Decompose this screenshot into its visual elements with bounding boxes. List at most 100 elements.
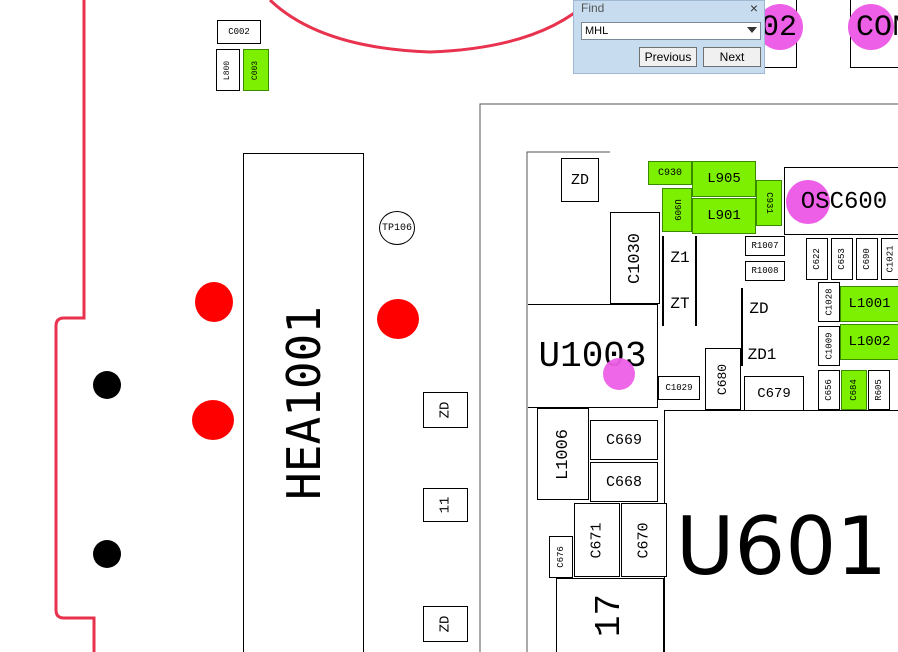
component-l1002[interactable]: L1002 [840, 324, 898, 360]
component-label: C684 [848, 379, 859, 401]
component-c653[interactable]: C653 [831, 238, 853, 280]
component-hea1001[interactable]: HEA1001 [243, 153, 364, 652]
trace-line [741, 288, 743, 366]
component-label: ZD1 [747, 346, 777, 364]
component-label: R605 [874, 379, 885, 401]
component-u601[interactable]: U601 [664, 410, 898, 652]
component-l905[interactable]: L905 [692, 161, 756, 197]
component-label: HEA1001 [276, 306, 331, 500]
component-label: C1029 [665, 383, 693, 393]
pink-marker[interactable] [786, 180, 830, 224]
component-l1006[interactable]: L1006 [537, 408, 589, 500]
chevron-down-icon[interactable] [747, 27, 757, 33]
red-pad-marker[interactable] [195, 282, 233, 322]
component-label: C1009 [824, 332, 835, 360]
component-zd-d[interactable]: ZD [744, 296, 774, 322]
component-c622[interactable]: C622 [806, 238, 828, 280]
component-zd-b[interactable]: ZD [423, 606, 468, 642]
component-label: L1006 [553, 428, 573, 480]
previous-button[interactable]: Previous [639, 47, 697, 67]
component-label: L901 [707, 208, 741, 224]
component-l11[interactable]: 11 [423, 488, 468, 522]
component-label: C671 [588, 521, 606, 559]
component-label: L800 [223, 60, 233, 80]
component-r605[interactable]: R605 [868, 370, 890, 410]
component-label: 02 [760, 11, 797, 45]
component-label: C1030 [625, 232, 645, 284]
component-label: C653 [837, 248, 848, 270]
component-label: ZT [670, 295, 690, 313]
pink-marker[interactable] [848, 4, 894, 50]
close-icon[interactable]: × [749, 0, 758, 16]
component-c1030[interactable]: C1030 [610, 212, 660, 304]
find-dialog[interactable]: Find × MHL Previous Next [573, 0, 765, 74]
component-label: R1007 [751, 241, 779, 251]
testpoint-tp106[interactable]: TP106 [379, 211, 415, 245]
component-label: C003 [251, 60, 261, 80]
component-c671[interactable]: C671 [574, 503, 620, 577]
component-zd-c[interactable]: ZD [561, 158, 599, 202]
component-label: C656 [824, 379, 835, 401]
component-c1021[interactable]: C1021 [881, 238, 898, 280]
component-l17[interactable]: 17 [556, 578, 664, 652]
component-con-a-label: CON [856, 8, 898, 48]
component-c930[interactable]: C930 [648, 161, 692, 185]
component-label: ZD [437, 615, 454, 633]
component-c670[interactable]: C670 [621, 503, 667, 577]
component-osc600-label: OSC600 [796, 186, 892, 218]
component-label: C931 [763, 192, 774, 214]
component-c1029[interactable]: C1029 [658, 376, 700, 400]
component-zd1[interactable]: ZD1 [744, 342, 780, 368]
red-pad-marker[interactable] [377, 299, 419, 339]
component-label: ZD [437, 401, 454, 419]
component-label: C676 [555, 546, 566, 568]
inner-outline [526, 151, 610, 652]
component-l901[interactable]: L901 [692, 198, 756, 234]
component-u909[interactable]: U909 [662, 188, 692, 232]
component-label: C670 [635, 521, 653, 559]
component-label: OSC600 [800, 188, 888, 216]
component-c669[interactable]: C669 [590, 420, 658, 460]
component-u1003[interactable]: U1003 [528, 304, 658, 408]
red-pad-marker[interactable] [192, 400, 234, 440]
component-c684[interactable]: C684 [841, 370, 867, 410]
component-zt[interactable]: ZT [665, 290, 695, 318]
component-c668[interactable]: C668 [590, 462, 658, 502]
component-r1008[interactable]: R1008 [745, 261, 785, 281]
component-c656[interactable]: C656 [818, 370, 840, 410]
component-c1028[interactable]: C1028 [818, 282, 840, 322]
component-c679[interactable]: C679 [744, 376, 804, 412]
component-label: U909 [671, 199, 682, 221]
component-label: C1021 [885, 245, 896, 273]
component-con-b-label: 02 [757, 8, 801, 48]
component-c1009[interactable]: C1009 [818, 326, 840, 366]
component-c690[interactable]: C690 [856, 238, 878, 280]
component-label: C680 [715, 363, 731, 395]
search-combobox[interactable]: MHL [581, 22, 761, 40]
component-c003[interactable]: C003 [243, 49, 269, 91]
component-label: TP106 [381, 222, 412, 234]
component-zd-a[interactable]: ZD [423, 392, 468, 428]
component-c676[interactable]: C676 [549, 536, 573, 578]
shield-outline [479, 103, 898, 652]
component-l1001[interactable]: L1001 [840, 286, 898, 322]
component-c931[interactable]: C931 [756, 180, 782, 226]
search-value: MHL [585, 25, 609, 37]
component-label: L1001 [848, 296, 891, 312]
component-label: ZD [570, 171, 589, 189]
next-button[interactable]: Next [703, 47, 761, 67]
component-l800[interactable]: L800 [216, 49, 240, 91]
component-label: C622 [812, 248, 823, 270]
component-c680[interactable]: C680 [705, 348, 741, 410]
component-label: CON [856, 11, 898, 45]
component-r1007[interactable]: R1007 [745, 236, 785, 256]
component-label: 17 [589, 593, 631, 638]
component-z1[interactable]: Z1 [665, 244, 695, 272]
component-label: R1008 [751, 266, 779, 276]
board-arc-outline [268, 0, 592, 54]
component-label: C668 [605, 473, 642, 491]
component-c002[interactable]: C002 [217, 20, 261, 44]
component-label: C690 [862, 248, 873, 270]
pink-marker[interactable] [603, 358, 635, 390]
